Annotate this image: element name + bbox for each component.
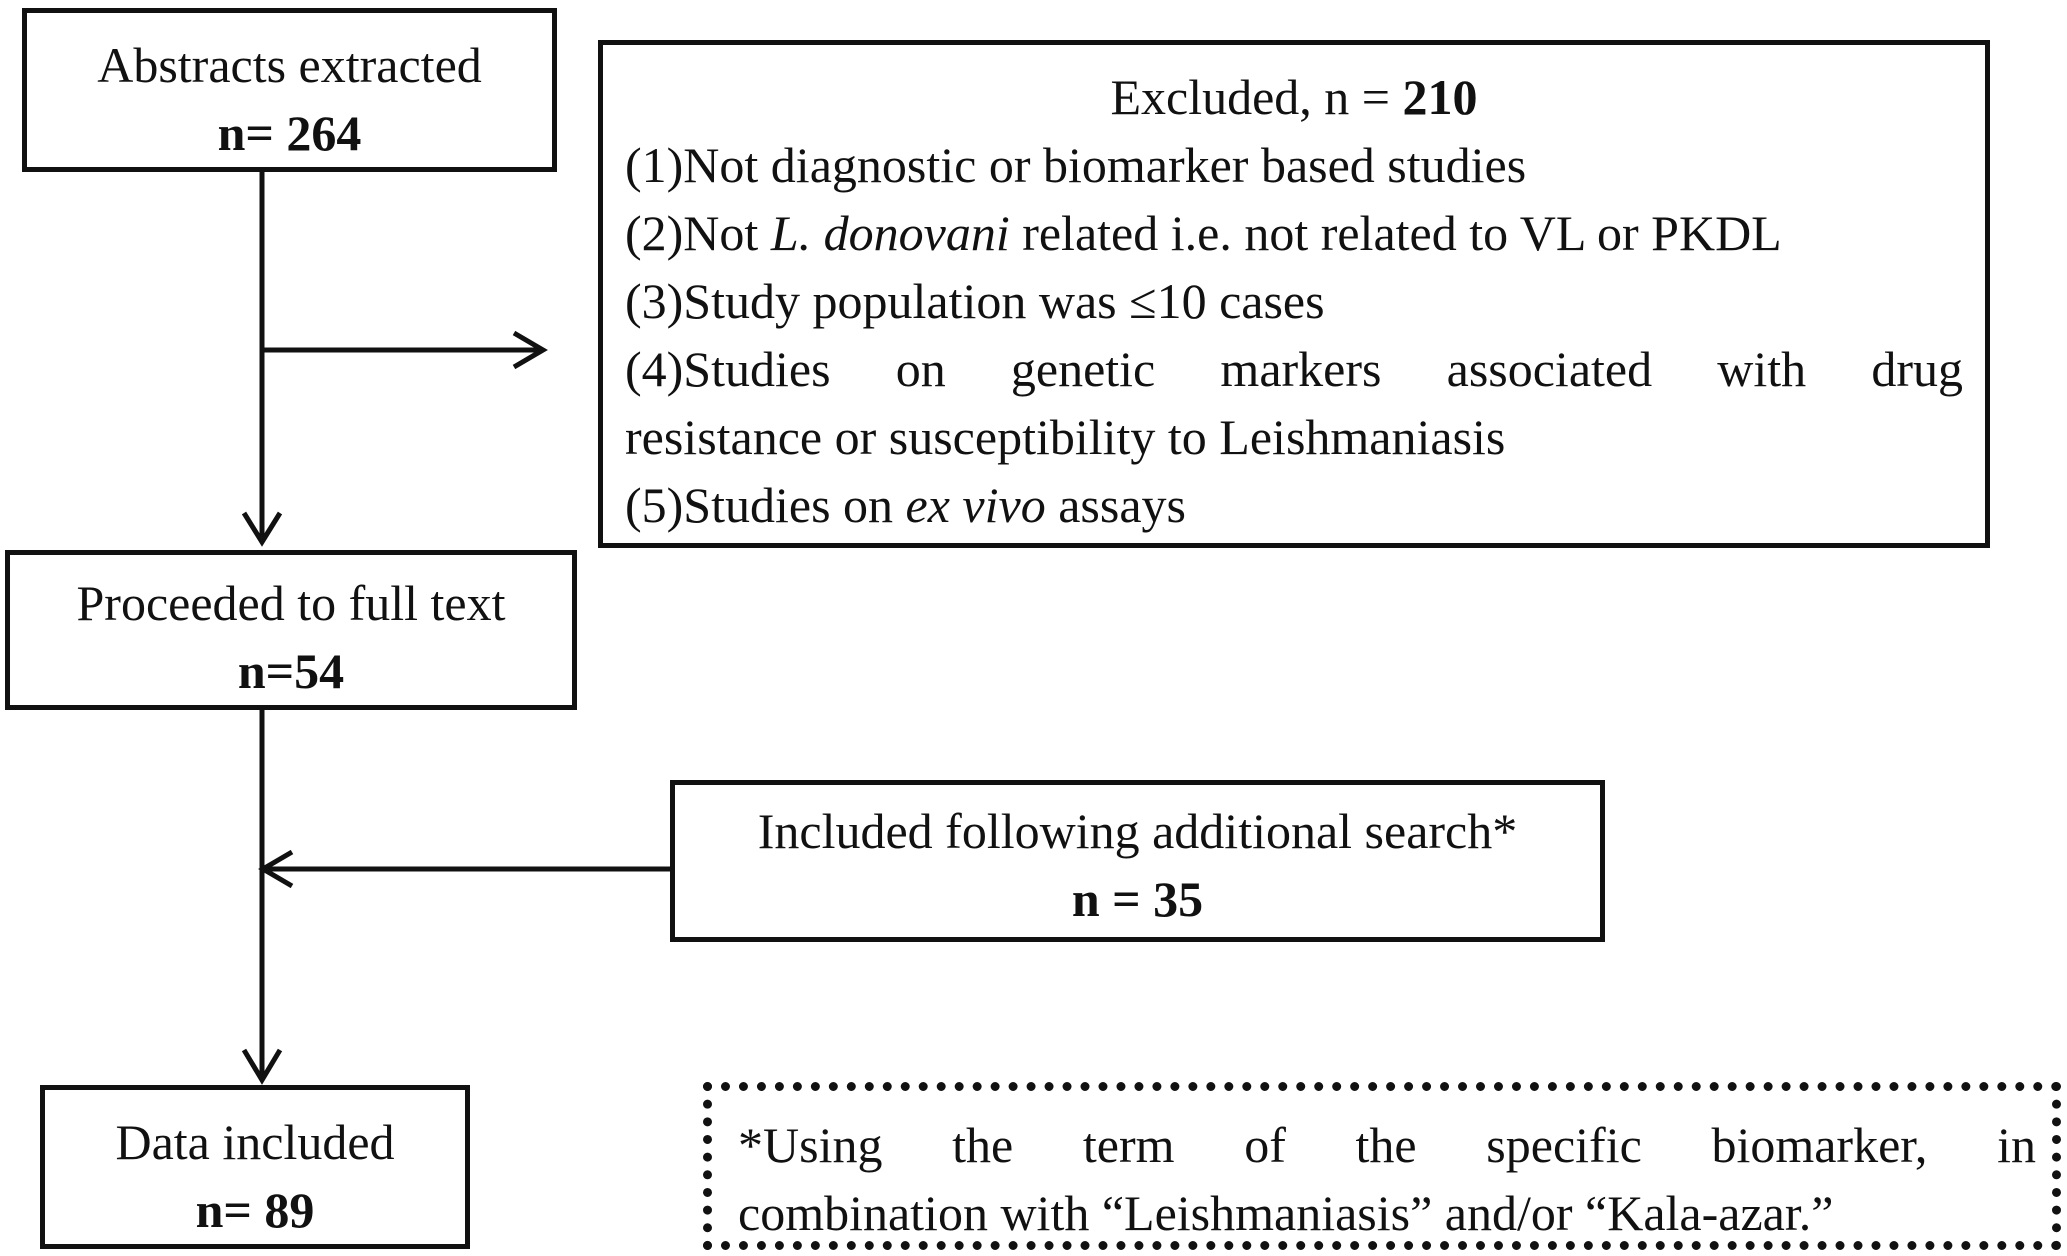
abstracts-extracted-box: Abstracts extracted n= 264 <box>22 8 557 172</box>
full-text-count: n=54 <box>237 643 345 699</box>
criterion-2-species: L. donovani <box>770 205 1010 261</box>
excluded-title-prefix: Excluded, n = <box>1110 69 1403 125</box>
footnote-line-1: *Using the term of the specific biomarke… <box>738 1117 2036 1173</box>
excluded-title: Excluded, n = 210 <box>625 63 1963 131</box>
full-text-label: Proceeded to full text <box>76 575 506 631</box>
data-included-count: n= 89 <box>195 1182 315 1238</box>
data-included-label: Data included <box>115 1114 395 1170</box>
criterion-2-post: related i.e. not related to VL or PKDL <box>1009 205 1782 261</box>
abstracts-count: n= 264 <box>217 105 362 161</box>
exclusion-criterion-4-line1: (4)Studies on genetic markers associated… <box>625 341 1963 397</box>
criterion-5-post: assays <box>1045 477 1186 533</box>
exclusion-criterion-4-line2: resistance or susceptibility to Leishman… <box>625 409 1506 465</box>
footnote-line-2: combination with “Leishmaniasis” and/or … <box>738 1185 1834 1241</box>
criterion-5-italic: ex vivo <box>905 477 1046 533</box>
exclusion-criterion-5: (5)Studies on ex vivo assays <box>625 471 1963 539</box>
arrowhead-left-main <box>258 849 294 889</box>
full-text-box: Proceeded to full text n=54 <box>5 550 577 710</box>
additional-search-box: Included following additional search* n … <box>670 780 1605 942</box>
arrowhead-down-fulltext <box>241 511 283 547</box>
excluded-title-count: 210 <box>1402 69 1478 125</box>
arrowhead-right-excluded <box>512 330 548 370</box>
footnote-box: *Using the term of the specific biomarke… <box>703 1082 2061 1250</box>
abstracts-label: Abstracts extracted <box>97 37 482 93</box>
additional-search-label: Included following additional search* <box>757 803 1518 859</box>
exclusion-criterion-2: (2)Not L. donovani related i.e. not rela… <box>625 199 1963 267</box>
excluded-box: Excluded, n = 210 (1)Not diagnostic or b… <box>598 40 1990 548</box>
criterion-5-pre: (5)Studies on <box>625 477 906 533</box>
exclusion-criterion-3: (3)Study population was ≤10 cases <box>625 273 1325 329</box>
data-included-box: Data included n= 89 <box>40 1085 470 1249</box>
criterion-2-pre: (2)Not <box>625 205 771 261</box>
arrowhead-down-data <box>241 1048 283 1085</box>
exclusion-criterion-1: (1)Not diagnostic or biomarker based stu… <box>625 137 1527 193</box>
additional-search-count: n = 35 <box>1071 871 1204 927</box>
